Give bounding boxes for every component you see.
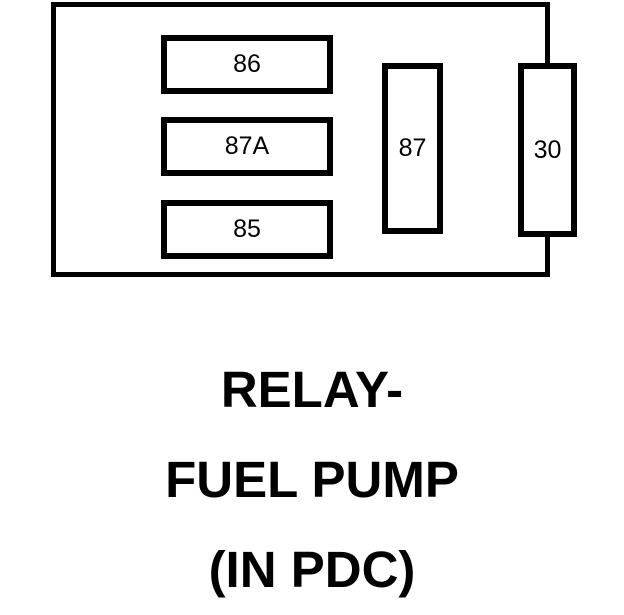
terminal-label-86: 86 [233, 50, 261, 78]
terminal-pad-85: 85 [161, 200, 333, 259]
terminal-pad-86: 86 [161, 35, 333, 94]
terminal-pad-30: 30 [518, 63, 577, 237]
terminal-label-87: 87 [398, 134, 427, 162]
terminal-label-85: 85 [233, 215, 261, 243]
caption-line-3: (IN PDC) [208, 541, 416, 598]
terminal-label-30: 30 [533, 135, 562, 164]
terminal-pad-87: 87 [382, 63, 443, 234]
component-caption: RELAY- FUEL PUMP (IN PDC) [0, 345, 624, 615]
terminal-pad-87a: 87A [161, 117, 333, 176]
caption-line-1: RELAY- [220, 361, 404, 418]
terminal-label-87a: 87A [224, 132, 270, 160]
caption-line-2: FUEL PUMP [165, 451, 459, 508]
relay-body-outline: 86 87A 85 87 30 [51, 2, 577, 277]
